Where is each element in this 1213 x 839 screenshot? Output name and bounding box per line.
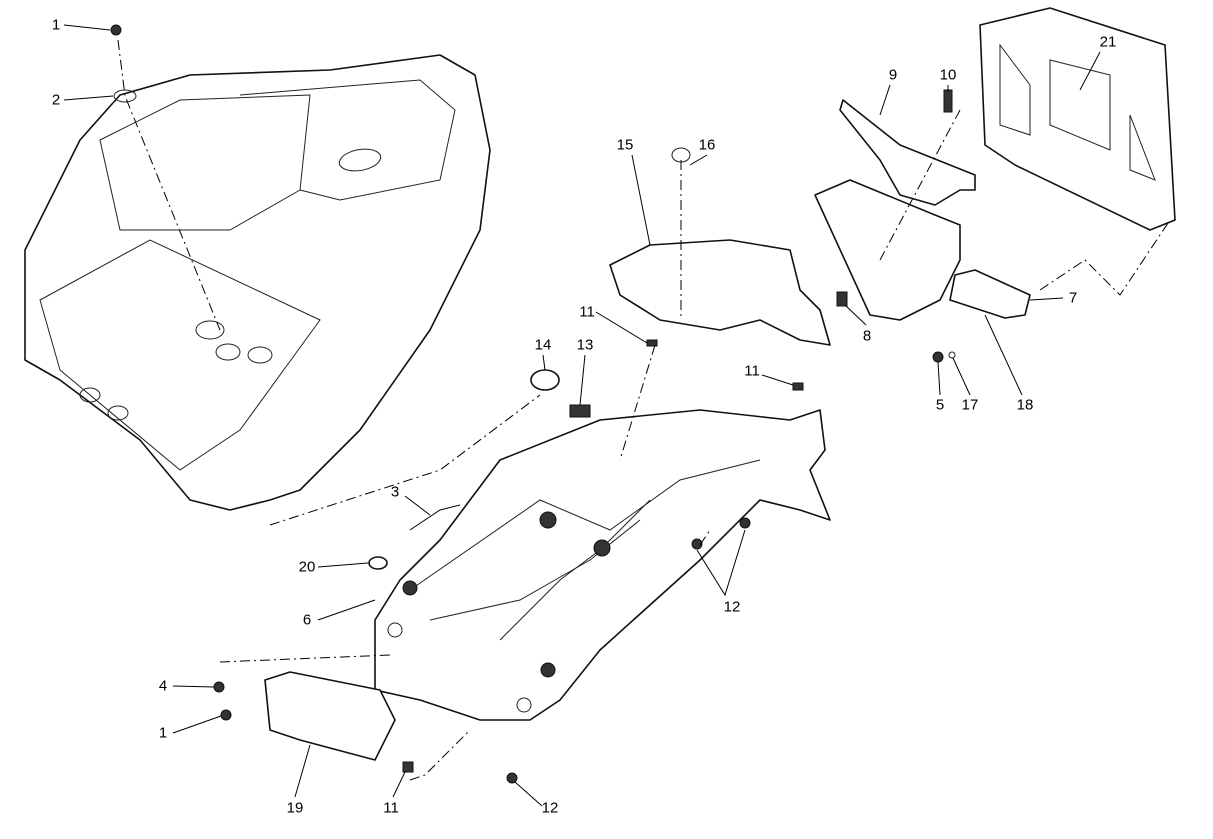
rear-undertray — [374, 409, 831, 721]
callout-label: 6 — [302, 611, 312, 629]
callout-label: 7 — [1068, 289, 1078, 307]
callout-label: 9 — [888, 66, 898, 84]
part-21-license-plate — [979, 7, 1176, 231]
part-18-light-housing — [814, 179, 961, 321]
part-7-reflector — [949, 269, 1031, 319]
callout-label: 20 — [298, 558, 316, 576]
callout-label: 2 — [51, 91, 61, 109]
callout-label: 15 — [616, 136, 634, 154]
callout-label: 10 — [939, 66, 957, 84]
callout-label: 13 — [576, 336, 594, 354]
leader-lines — [63, 24, 1101, 807]
fasteners — [110, 24, 956, 784]
callout-label: 17 — [961, 396, 979, 414]
callout-label: 4 — [158, 677, 168, 695]
callout-label: 12 — [541, 799, 559, 817]
callout-label: 12 — [723, 598, 741, 616]
callout-label: 11 — [579, 303, 595, 321]
part-9-plate-holder — [839, 99, 976, 206]
callout-label: 14 — [534, 336, 552, 354]
assembly-lines — [117, 39, 1171, 781]
callout-label: 3 — [390, 483, 400, 501]
rear-subframe — [24, 54, 491, 511]
callout-label: 11 — [383, 799, 399, 817]
callout-label: 11 — [744, 362, 760, 380]
part-15-fender — [609, 239, 831, 346]
callout-label: 1 — [51, 16, 61, 34]
callout-label: 1 — [158, 724, 168, 742]
callout-label: 16 — [698, 136, 716, 154]
callout-label: 21 — [1099, 33, 1117, 51]
callout-label: 18 — [1016, 396, 1034, 414]
callout-label: 5 — [935, 396, 945, 414]
callout-label: 19 — [286, 799, 304, 817]
part-19-lower-cover — [264, 671, 396, 761]
callout-label: 8 — [862, 327, 872, 345]
